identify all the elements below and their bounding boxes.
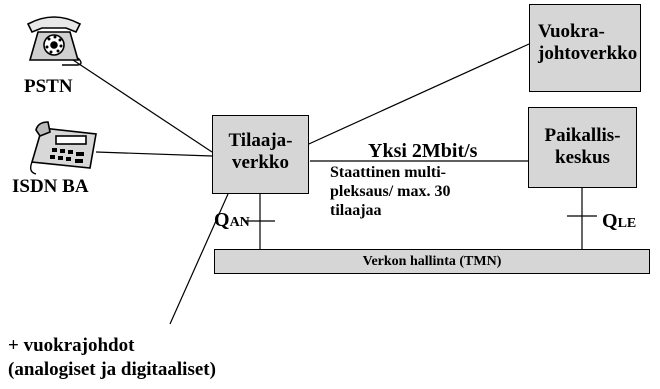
link-desc-line-2: pleksaus/ max. 30 <box>330 183 451 200</box>
link-desc-line-1: Staattinen multi- <box>330 164 446 181</box>
tilaajaverkko-line-2: verkko <box>232 152 289 173</box>
line-leased-to-tilaaja <box>169 193 229 325</box>
line-tilaaja-to-vuokra <box>299 43 530 149</box>
tilaajaverkko-line-1: Tilaaja- <box>228 130 293 151</box>
q-an-sub: AN <box>229 215 250 230</box>
q-le-label: QLE <box>602 210 636 233</box>
q-an-label: QAN <box>214 209 250 232</box>
q-an-main: Q <box>214 209 230 231</box>
vuokrajohtoverkko-line-2: johtoverkko <box>538 43 638 64</box>
q-le-main: Q <box>602 210 618 232</box>
leased-line-1: + vuokrajohdot <box>8 335 135 356</box>
isdn-label: ISDN BA <box>12 176 89 197</box>
leased-lines-label: + vuokrajohdot (analogiset ja digitaalis… <box>8 334 216 382</box>
q-le-sub: LE <box>617 216 637 231</box>
pstn-label: PSTN <box>24 76 73 97</box>
leased-line-2: (analogiset ja digitaaliset) <box>8 359 216 380</box>
isdn-telephone-icon <box>29 121 97 175</box>
link-title: Yksi 2Mbit/s <box>368 140 478 162</box>
management-bar: Verkon hallinta (TMN) <box>214 249 650 274</box>
line-isdn-to-tilaaja <box>95 151 213 157</box>
paikalliskeskus-line-2: keskus <box>555 147 610 168</box>
paikalliskeskus-node: Paikallis- keskus <box>528 107 637 188</box>
vuokrajohtoverkko-node: Vuokra- johtoverkko <box>529 4 641 92</box>
rotary-telephone-icon <box>26 16 82 66</box>
vuokrajohtoverkko-line-1: Vuokra- <box>538 21 605 42</box>
paikalliskeskus-line-1: Paikallis- <box>544 125 621 146</box>
link-desc-line-3: tilaajaa <box>330 202 382 219</box>
link-description: Staattinen multi- pleksaus/ max. 30 tila… <box>330 163 450 220</box>
tilaajaverkko-node: Tilaaja- verkko <box>212 115 309 194</box>
line-pstn-to-tilaaja <box>69 57 213 153</box>
